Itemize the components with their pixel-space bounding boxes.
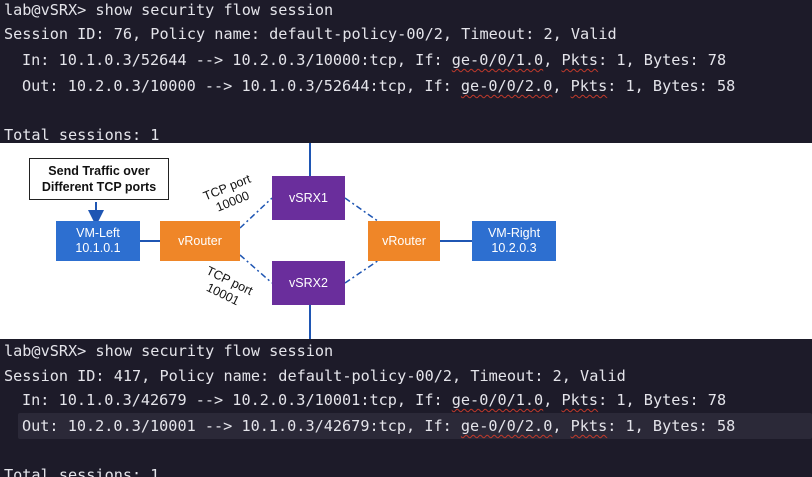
bottom-out-mid: , xyxy=(552,417,571,435)
top-out-interface: ge-0/0/2.0 xyxy=(460,77,553,95)
vm-right-name: VM-Right xyxy=(487,226,541,240)
bottom-in-interface: ge-0/0/1.0 xyxy=(451,391,544,409)
bottom-terminal: lab@vSRX> show security flow session Ses… xyxy=(0,339,812,477)
bottom-out-pkts: Pkts xyxy=(570,417,608,435)
bottom-in-mid: , xyxy=(543,391,562,409)
top-out-prefix: Out: 10.2.0.3/10000 --> 10.1.0.3/52644:t… xyxy=(22,77,461,95)
top-out-suffix: : 1, Bytes: 58 xyxy=(607,77,736,95)
vrouter-left-label: vRouter xyxy=(178,233,222,248)
top-in-suffix: : 1, Bytes: 78 xyxy=(598,51,727,69)
link-vsrx2-vrouter xyxy=(344,257,383,284)
bottom-in-pkts: Pkts xyxy=(561,391,599,409)
top-in-interface: ge-0/0/1.0 xyxy=(451,51,544,69)
vm-right-node: VM-Right 10.2.0.3 xyxy=(472,221,556,261)
vrouter-right-label: vRouter xyxy=(382,233,426,248)
vsrx2-label: vSRX2 xyxy=(289,275,328,290)
bottom-session-line: Session ID: 417, Policy name: default-po… xyxy=(4,367,626,385)
vm-left-ip: 10.1.0.1 xyxy=(75,241,121,255)
vm-left-name: VM-Left xyxy=(76,226,120,240)
top-in-mid: , xyxy=(543,51,562,69)
vm-right-ip: 10.2.0.3 xyxy=(491,241,537,255)
top-terminal: lab@vSRX> show security flow session Ses… xyxy=(0,0,812,143)
bottom-out-prefix: Out: 10.2.0.3/10001 --> 10.1.0.3/42679:t… xyxy=(22,417,461,435)
top-in-pkts: Pkts xyxy=(561,51,599,69)
top-session-line: Session ID: 76, Policy name: default-pol… xyxy=(4,25,617,43)
traffic-note-line1: Send Traffic over xyxy=(48,164,150,178)
vm-left-node: VM-Left 10.1.0.1 xyxy=(56,221,140,261)
top-out-line: Out: 10.2.0.3/10000 --> 10.1.0.3/52644:t… xyxy=(22,76,735,96)
vsrx1-node: vSRX1 xyxy=(272,176,345,220)
link-vrouter-vsrx2 xyxy=(239,254,273,284)
link-vsrx1-vrouter xyxy=(344,197,383,225)
bottom-in-suffix: : 1, Bytes: 78 xyxy=(598,391,727,409)
vsrx1-label: vSRX1 xyxy=(289,190,328,205)
traffic-note-line2: Different TCP ports xyxy=(41,180,157,194)
bottom-in-prefix: In: 10.1.0.3/42679 --> 10.2.0.3/10001:tc… xyxy=(22,391,452,409)
network-diagram: Send Traffic over Different TCP ports VM… xyxy=(0,143,812,339)
vrouter-left-node: vRouter xyxy=(160,221,240,261)
top-total-line: Total sessions: 1 xyxy=(4,126,160,143)
top-in-prefix: In: 10.1.0.3/52644 --> 10.2.0.3/10000:tc… xyxy=(22,51,452,69)
diagram-links xyxy=(88,143,472,339)
bottom-prompt-line: lab@vSRX> show security flow session xyxy=(4,342,334,360)
top-prompt-line: lab@vSRX> show security flow session xyxy=(4,1,334,19)
bottom-total-line: Total sessions: 1 xyxy=(4,466,160,477)
top-out-mid: , xyxy=(552,77,571,95)
vrouter-right-node: vRouter xyxy=(368,221,440,261)
top-in-line: In: 10.1.0.3/52644 --> 10.2.0.3/10000:tc… xyxy=(22,50,726,70)
selected-line-highlight xyxy=(18,413,812,439)
bottom-out-interface: ge-0/0/2.0 xyxy=(460,417,553,435)
bottom-out-suffix: : 1, Bytes: 58 xyxy=(607,417,736,435)
top-out-pkts: Pkts xyxy=(570,77,608,95)
traffic-note: Send Traffic over Different TCP ports xyxy=(29,158,169,200)
bottom-in-line: In: 10.1.0.3/42679 --> 10.2.0.3/10001:tc… xyxy=(22,390,726,410)
bottom-out-line: Out: 10.2.0.3/10001 --> 10.1.0.3/42679:t… xyxy=(22,416,735,436)
vsrx2-node: vSRX2 xyxy=(272,261,345,305)
